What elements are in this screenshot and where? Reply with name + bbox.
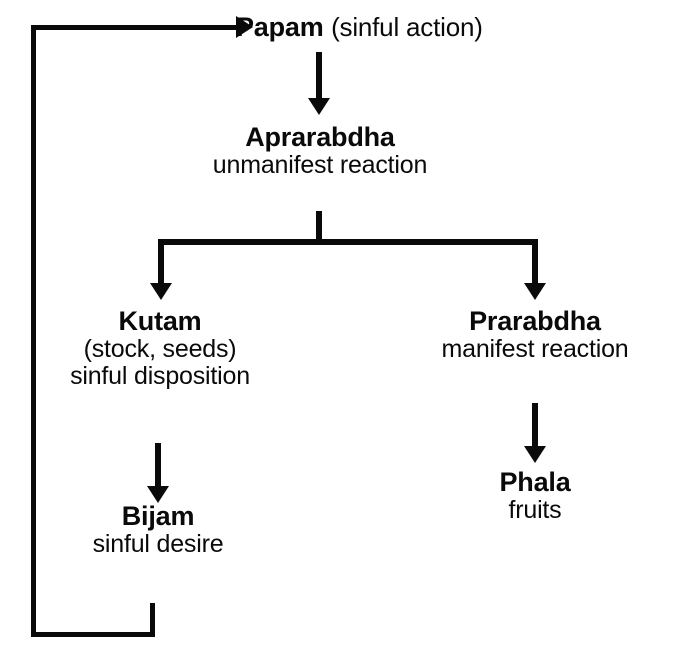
node-kutam-subtitle-1: (stock, seeds) — [83, 335, 237, 364]
branch-right-arrowhead-icon — [524, 283, 546, 300]
node-papam: Papam (sinful action) — [236, 12, 636, 42]
node-papam-subtitle: (sinful action) — [331, 12, 483, 42]
branch-right-shaft — [532, 239, 538, 285]
node-phala-subtitle: fruits — [508, 496, 562, 525]
papam-to-aprarabdha-shaft — [316, 52, 322, 100]
feedback-loop-top-segment — [31, 25, 242, 30]
prarabdha-to-phala-arrowhead-icon — [524, 446, 546, 463]
node-aprarabdha-subtitle: unmanifest reaction — [212, 151, 428, 180]
kutam-to-bijam-shaft — [155, 443, 161, 488]
node-phala-title: Phala — [499, 467, 571, 497]
prarabdha-to-phala-shaft — [532, 403, 538, 448]
node-papam-title: Papam — [236, 12, 324, 42]
node-prarabdha-title: Prarabdha — [469, 306, 601, 336]
kutam-to-bijam-arrowhead-icon — [147, 486, 169, 503]
node-bijam: Bijam sinful desire — [0, 501, 358, 559]
branch-left-arrowhead-icon — [150, 283, 172, 300]
node-kutam-title: Kutam — [118, 306, 202, 336]
feedback-loop-arrowhead-icon — [236, 16, 253, 38]
node-phala: Phala fruits — [335, 467, 682, 525]
feedback-loop-right-riser — [150, 603, 155, 637]
node-prarabdha: Prarabdha manifest reaction — [335, 306, 682, 364]
node-kutam-subtitle-2: sinful disposition — [70, 362, 250, 391]
feedback-loop-left-segment — [31, 25, 36, 637]
node-prarabdha-subtitle: manifest reaction — [441, 335, 629, 364]
branch-left-shaft — [158, 239, 164, 285]
branch-stem — [316, 211, 322, 245]
node-aprarabdha-title: Aprarabdha — [245, 122, 395, 152]
node-kutam: Kutam (stock, seeds) sinful disposition — [0, 306, 360, 391]
node-bijam-title: Bijam — [121, 501, 195, 531]
node-bijam-subtitle: sinful desire — [92, 530, 224, 559]
branch-crossbar — [158, 239, 538, 245]
papam-to-aprarabdha-arrowhead-icon — [308, 98, 330, 115]
feedback-loop-bottom-segment — [31, 632, 155, 637]
node-aprarabdha: Aprarabdha unmanifest reaction — [120, 122, 520, 180]
